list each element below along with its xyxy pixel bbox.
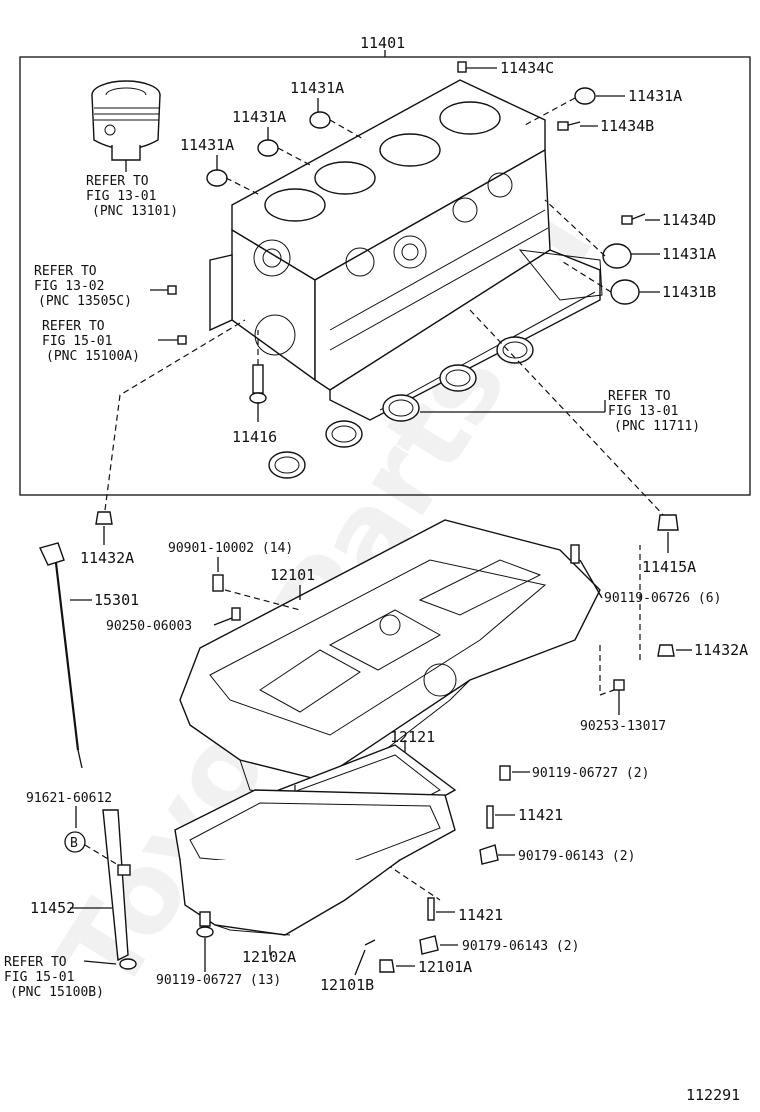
callout-12101A[interactable]: 12101A (418, 958, 472, 976)
callout-11421-1[interactable]: 11421 (518, 806, 563, 824)
callout-11434D[interactable]: 11434D (662, 211, 716, 229)
svg-text:(PNC 13101): (PNC 13101) (92, 204, 178, 219)
svg-text:REFER TO: REFER TO (86, 174, 149, 189)
reference-b-label[interactable]: B (70, 836, 78, 851)
callout-90253-13017[interactable]: 90253-13017 (580, 719, 666, 734)
expansion-plug-icon (206, 87, 640, 305)
callout-91621-60612[interactable]: 91621-60612 (26, 791, 112, 806)
ref-note-bearing[interactable]: REFER TO FIG 13-01 (PNC 11711) (608, 389, 700, 434)
oil-dipstick-icon (39, 542, 83, 769)
callout-90179-06143-1[interactable]: 90179-06143 (2) (518, 849, 635, 864)
ref-note-oil-jet[interactable]: REFER TO FIG 15-01 (PNC 15100A) (42, 319, 140, 364)
svg-text:REFER TO: REFER TO (608, 389, 671, 404)
drain-plug-icon (95, 511, 679, 657)
oil-pan-lower-icon (174, 789, 456, 936)
callout-11432A-1[interactable]: 11432A (80, 549, 134, 567)
callout-12101B[interactable]: 12101B (320, 976, 374, 994)
callout-11434B[interactable]: 11434B (600, 117, 654, 135)
callout-11431A-2[interactable]: 11431A (232, 108, 286, 126)
callout-11452[interactable]: 11452 (30, 899, 75, 917)
svg-text:FIG 15-01: FIG 15-01 (4, 970, 74, 985)
callout-11431A-5[interactable]: 11431A (662, 245, 716, 263)
dipstick-guide-icon (102, 809, 137, 970)
callout-12102A[interactable]: 12102A (242, 948, 296, 966)
ref-note-piston[interactable]: REFER TO FIG 13-01 (PNC 13101) (86, 174, 178, 219)
ref-note-dipstick-guide[interactable]: REFER TO FIG 15-01 (PNC 15100B) (4, 955, 104, 1000)
callout-90179-06143-2[interactable]: 90179-06143 (2) (462, 939, 579, 954)
callout-11432A-2[interactable]: 11432A (694, 641, 748, 659)
ref-note-oil-seal[interactable]: REFER TO FIG 13-02 (PNC 13505C) (34, 264, 132, 309)
svg-text:FIG 13-02: FIG 13-02 (34, 279, 104, 294)
svg-text:FIG 13-01: FIG 13-01 (86, 189, 156, 204)
piston-icon (91, 80, 161, 161)
callout-11431B[interactable]: 11431B (662, 283, 716, 301)
svg-text:(PNC 11711): (PNC 11711) (614, 419, 700, 434)
callout-11431A-1[interactable]: 11431A (290, 79, 344, 97)
stud-icon (364, 765, 511, 973)
figure-number: 112291 (686, 1086, 740, 1104)
callout-11431A-3[interactable]: 11431A (180, 136, 234, 154)
drain-bolt-icon (196, 911, 214, 938)
callout-11431A-4[interactable]: 11431A (628, 87, 682, 105)
callout-12101[interactable]: 12101 (270, 566, 315, 584)
callout-11434C[interactable]: 11434C (500, 59, 554, 77)
svg-text:FIG 13-01: FIG 13-01 (608, 404, 678, 419)
callout-15301[interactable]: 15301 (94, 591, 139, 609)
callout-11416[interactable]: 11416 (232, 428, 277, 446)
svg-text:(PNC 15100A): (PNC 15100A) (46, 349, 140, 364)
cylinder-block-icon (209, 79, 603, 421)
callout-11421-2[interactable]: 11421 (458, 906, 503, 924)
oil-pan-upper-icon (179, 519, 601, 801)
svg-text:REFER TO: REFER TO (4, 955, 67, 970)
svg-text:FIG 15-01: FIG 15-01 (42, 334, 112, 349)
svg-text:REFER TO: REFER TO (34, 264, 97, 279)
reference-b-circle (64, 831, 86, 853)
bolt-icon (212, 544, 625, 691)
callout-11415A[interactable]: 11415A (642, 558, 696, 576)
callout-90119-06726[interactable]: 90119-06726 (6) (604, 591, 721, 606)
callout-90119-06727-13[interactable]: 90119-06727 (13) (156, 973, 281, 988)
svg-text:(PNC 13505C): (PNC 13505C) (38, 294, 132, 309)
callout-90901-10002[interactable]: 90901-10002 (14) (168, 541, 293, 556)
svg-text:REFER TO: REFER TO (42, 319, 105, 334)
frame-part-number[interactable]: 11401 (360, 34, 405, 52)
callout-90250-06003[interactable]: 90250-06003 (106, 619, 192, 634)
svg-text:(PNC 15100B): (PNC 15100B) (10, 985, 104, 1000)
callout-90119-06727-2[interactable]: 90119-06727 (2) (532, 766, 649, 781)
main-bearing-icon (268, 336, 534, 479)
callout-12121[interactable]: 12121 (390, 728, 435, 746)
